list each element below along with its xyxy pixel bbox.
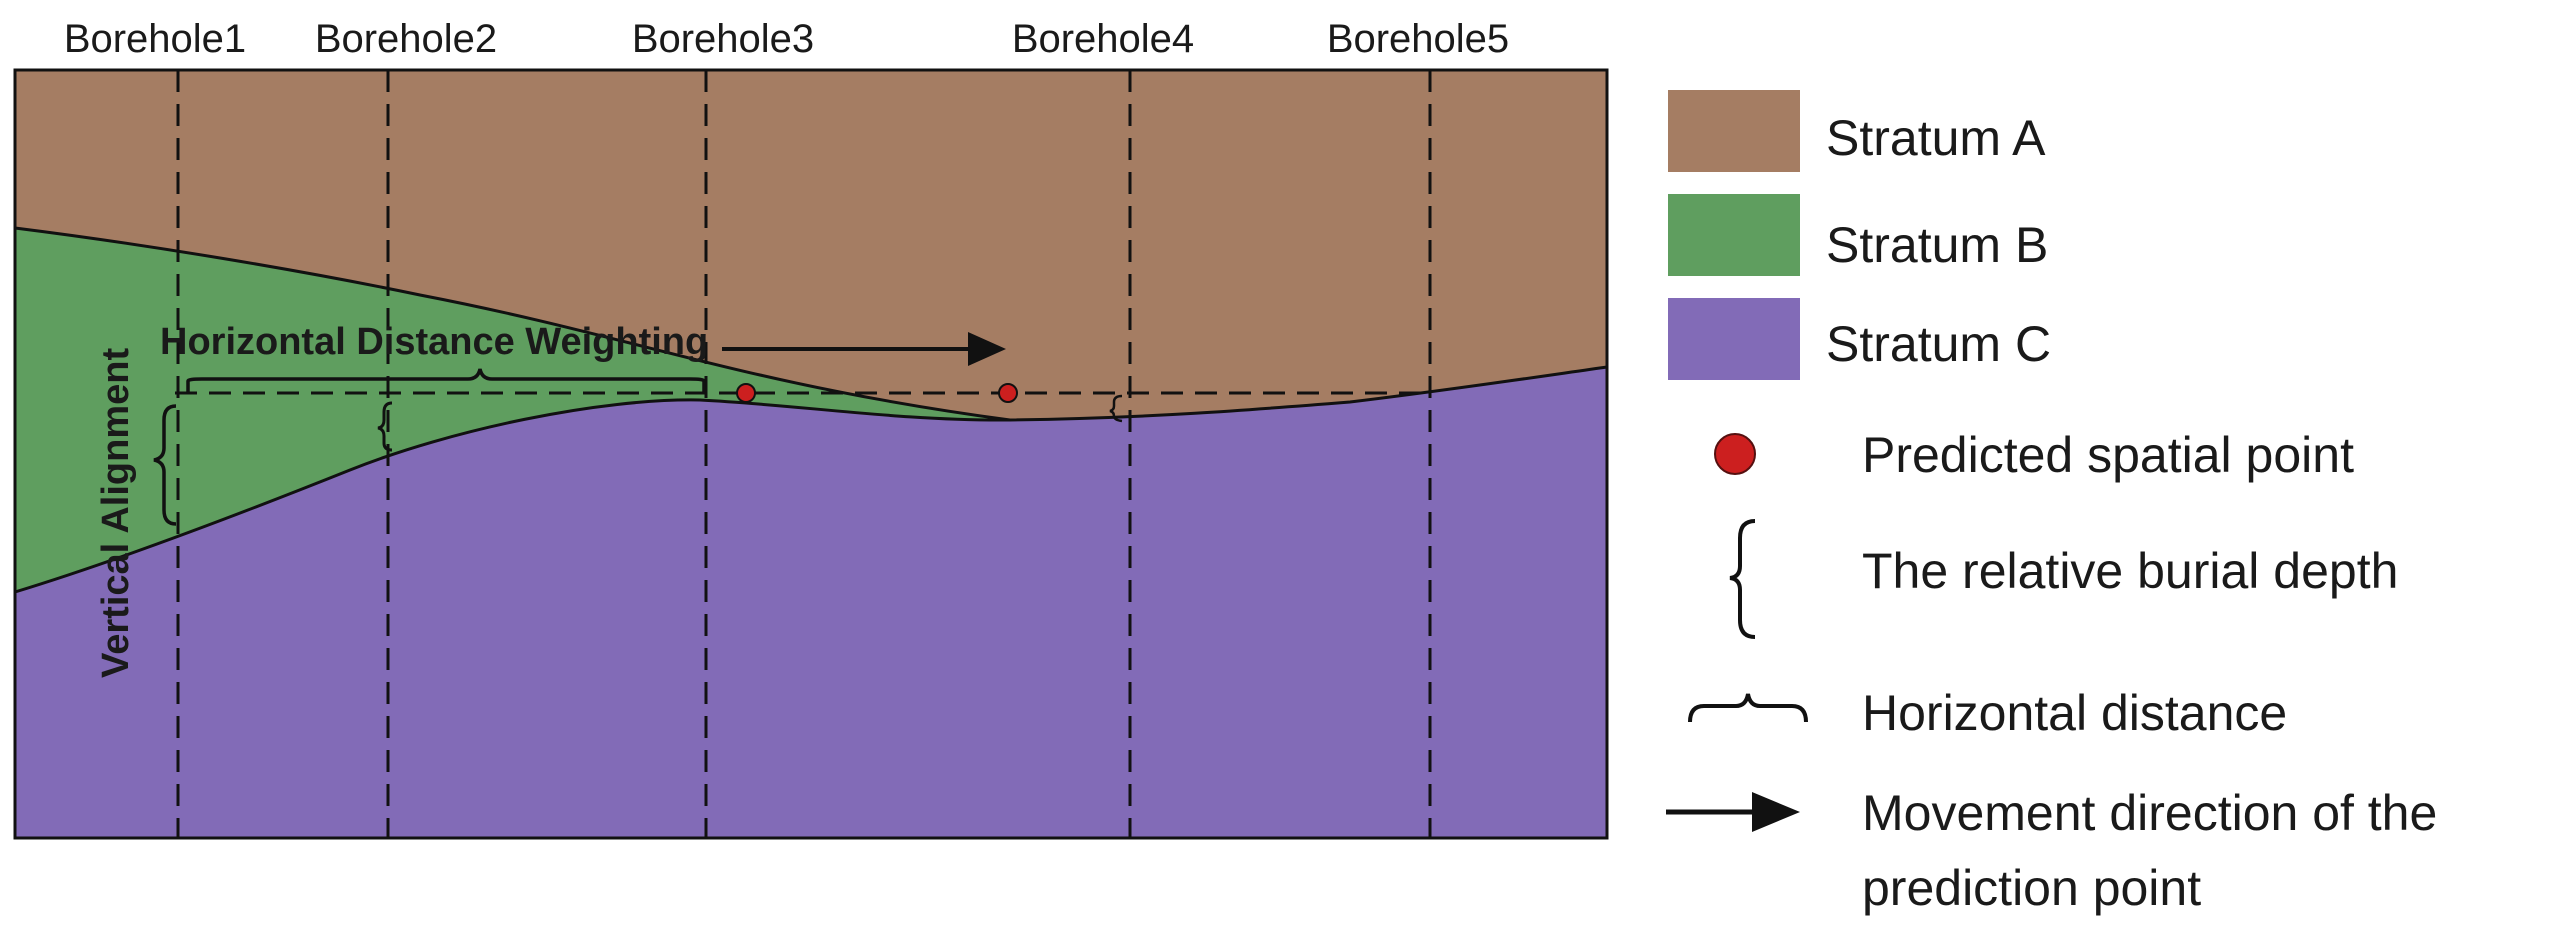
predicted-point-1 xyxy=(736,383,756,403)
borehole5-label: Borehole5 xyxy=(1327,17,1509,61)
relative-depth-brace-borehole2 xyxy=(377,401,393,452)
horizontal-distance-brace xyxy=(186,368,706,393)
legend-label-distance: Horizontal distance xyxy=(1862,685,2287,741)
legend-label-stratum-a: Stratum A xyxy=(1826,110,2046,166)
borehole3-label: Borehole3 xyxy=(632,17,814,61)
legend-swatch-stratum-a xyxy=(1668,90,1800,172)
section-frame xyxy=(13,68,1609,840)
legend-label-point: Predicted spatial point xyxy=(1862,427,2354,483)
stratum-c-region xyxy=(15,367,1607,838)
legend-arrowhead-icon xyxy=(1752,792,1800,832)
legend-label-stratum-b: Stratum B xyxy=(1826,217,2048,273)
legend-point-icon xyxy=(1714,433,1756,475)
movement-arrowhead xyxy=(968,332,1006,366)
boundary-b-c xyxy=(14,398,1011,594)
vertical-alignment-brace xyxy=(153,404,177,526)
borehole1-label: Borehole1 xyxy=(64,17,246,61)
borehole2-label: Borehole2 xyxy=(315,17,497,61)
legend-label-depth: The relative burial depth xyxy=(1862,543,2398,599)
legend-swatch-stratum-b xyxy=(1668,194,1800,276)
boundary-a-b xyxy=(14,226,1608,422)
legend-label-stratum-c: Stratum C xyxy=(1826,316,2051,372)
legend-distance-brace-icon xyxy=(1688,693,1808,723)
borehole4-label: Borehole4 xyxy=(1012,17,1194,61)
legend-label-movement-line1: Movement direction of the xyxy=(1862,785,2437,841)
relative-depth-brace-borehole4 xyxy=(1109,394,1123,423)
predicted-point-2 xyxy=(998,383,1018,403)
legend-label-movement-line2: prediction point xyxy=(1862,860,2201,916)
vertical-alignment-label: Vertical Alignment xyxy=(95,348,137,678)
legend-swatch-stratum-c xyxy=(1668,298,1800,380)
horizontal-weighting-label: Horizontal Distance Weighting xyxy=(160,321,708,363)
stratum-b-region xyxy=(15,228,1010,592)
legend-depth-brace-icon xyxy=(1729,519,1756,639)
